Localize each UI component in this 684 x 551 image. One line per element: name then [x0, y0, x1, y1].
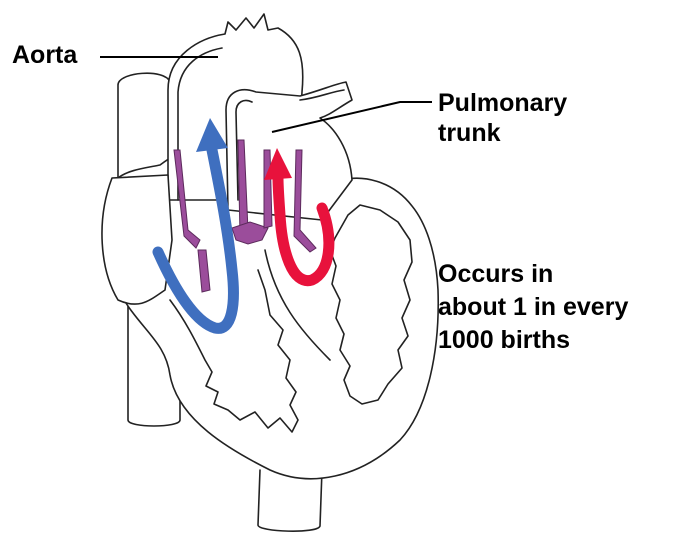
purple-wall-pulmonary	[264, 150, 272, 228]
pulmonary-trunk-label: Pulmonary trunk	[438, 88, 567, 148]
incidence-note: Occurs in about 1 in every 1000 births	[438, 258, 628, 357]
incidence-note-line-3: 1000 births	[438, 324, 628, 357]
pulmonary-trunk-label-line-1: Pulmonary	[438, 88, 567, 118]
pulmonary-trunk-label-line-2: trunk	[438, 118, 567, 148]
incidence-note-line-1: Occurs in	[438, 258, 628, 291]
right-atrium	[102, 175, 172, 304]
incidence-note-line-2: about 1 in every	[438, 291, 628, 324]
aorta-label: Aorta	[12, 40, 77, 70]
